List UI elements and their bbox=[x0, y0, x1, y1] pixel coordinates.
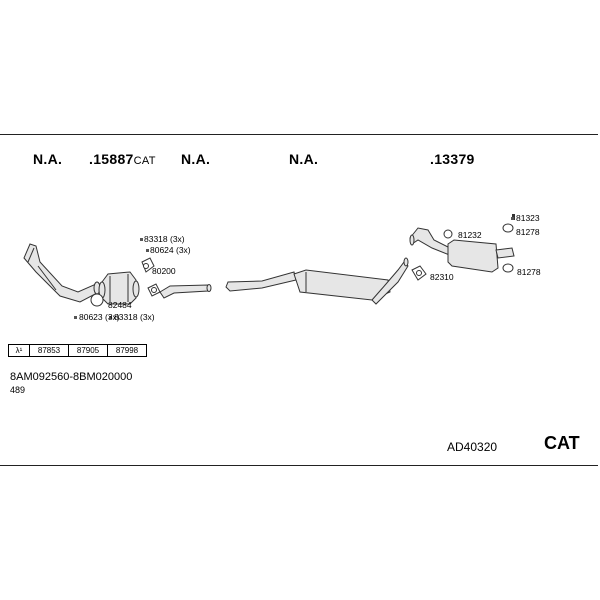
rear-muffler bbox=[409, 227, 515, 273]
header-label-4: N.A. bbox=[289, 151, 319, 167]
middle-pipe bbox=[159, 284, 212, 299]
part-83318-bottom: 83318 (3x) bbox=[114, 312, 155, 322]
front-downpipe bbox=[23, 243, 101, 303]
reference-table: λ¹ 87853 87905 87998 bbox=[8, 344, 147, 357]
kit-type: CAT bbox=[544, 433, 580, 453]
part-80623: 80623 (3x) bbox=[79, 312, 120, 322]
part-80624: 80624 (3x) bbox=[150, 245, 191, 255]
ring-82484 bbox=[90, 293, 104, 307]
diagram-frame bbox=[0, 134, 598, 466]
part-82484: 82484 bbox=[108, 300, 132, 310]
part-81232: 81232 bbox=[458, 230, 482, 240]
center-muffler bbox=[225, 257, 409, 305]
catalytic-converter bbox=[98, 271, 140, 305]
ring-81278-bottom bbox=[502, 263, 514, 273]
vehicle-code-range: 8AM092560-8BM020000 bbox=[10, 371, 133, 383]
header-label-1: N.A. bbox=[33, 151, 63, 167]
reference-cell: 87853 bbox=[30, 345, 69, 356]
part-81278-bottom: 81278 bbox=[517, 267, 541, 277]
clamp-81232 bbox=[443, 229, 453, 239]
part-81278-top: 81278 bbox=[516, 227, 540, 237]
lambda-cell: λ¹ bbox=[9, 345, 30, 356]
part-81323: 81323 bbox=[516, 213, 540, 223]
reference-cell: 87998 bbox=[108, 345, 147, 356]
kit-number: AD40320 bbox=[447, 440, 498, 454]
part-82310: 82310 bbox=[430, 272, 454, 282]
header-label-3: N.A. bbox=[181, 151, 211, 167]
vehicle-sub-code: 489 bbox=[10, 385, 26, 395]
header-label-2: .15887CAT bbox=[89, 151, 156, 167]
ring-81278-top bbox=[502, 223, 514, 233]
header-label-5: .13379 bbox=[430, 151, 475, 167]
reference-cell: 87905 bbox=[69, 345, 108, 356]
part-83318-top: 83318 (3x) bbox=[144, 234, 185, 244]
part-80200: 80200 bbox=[152, 266, 176, 276]
